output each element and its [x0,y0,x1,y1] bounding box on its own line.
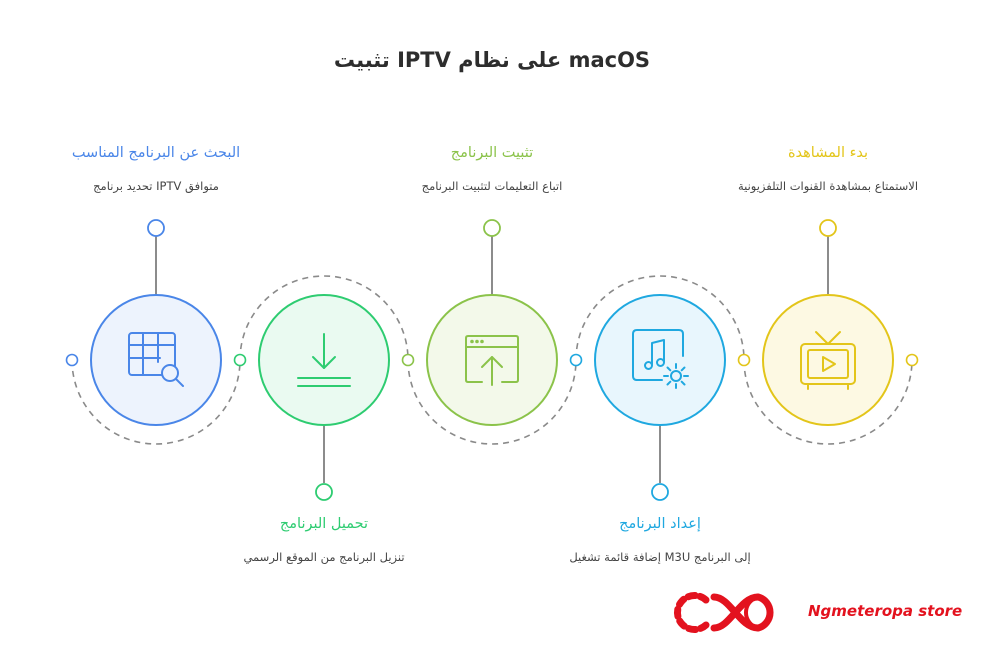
junction-dot [401,353,415,367]
download-icon [297,333,351,387]
junction-dot [905,353,919,367]
step-title-1: البحث عن البرنامج المناسب [71,145,241,161]
connector-end-dot [651,483,669,501]
junction-dot [65,353,79,367]
step-circle-1 [90,294,222,426]
junction-dot [233,353,247,367]
arc-3 [407,359,577,445]
brand-watermark: Ngmeteropa store [808,602,963,620]
step-desc-2: تنزيل البرنامج من الموقع الرسمي [243,550,405,564]
arc-1 [71,359,241,445]
table-search-icon [128,332,184,387]
step-label-1: البحث عن البرنامج المناسب متوافق IPTV تح… [46,145,266,193]
brand-logo-icon [674,592,774,633]
step-title-4: إعداد البرنامج [619,516,701,532]
step-title-2: تحميل البرنامج [279,516,369,532]
junction-dot [737,353,751,367]
step-desc-1: متوافق IPTV تحديد برنامج [93,179,219,193]
install-upload-icon [465,335,519,386]
junction-dot [569,353,583,367]
arc-4 [575,275,745,361]
connector-end-dot [315,483,333,501]
connector-end-dot [819,219,837,237]
arc-5 [743,359,913,445]
page-title: تثبيت IPTV على نظام macOS [333,48,651,72]
step-desc-4: إلى البرنامج M3U إضافة قائمة تشغيل [569,550,751,564]
step-label-2: تحميل البرنامج تنزيل البرنامج من الموقع … [214,516,434,564]
step-label-3: تثبيت البرنامج اتباع التعليمات لتثبيت ال… [382,145,602,193]
step-label-5: بدء المشاهدة الاستمتاع بمشاهدة القنوات ا… [718,145,938,193]
connector-end-dot [483,219,501,237]
step-label-4: إعداد البرنامج إلى البرنامج M3U إضافة قا… [550,516,770,564]
connector-end-dot [147,219,165,237]
step-title-5: بدء المشاهدة [787,145,869,161]
step-desc-3: اتباع التعليمات لتثبيت البرنامج [421,179,563,193]
arc-2 [239,275,409,361]
music-settings-icon [632,329,689,389]
tv-icon [800,331,856,390]
step-title-3: تثبيت البرنامج [450,145,534,161]
step-desc-5: الاستمتاع بمشاهدة القنوات التلفزيونية [737,179,919,193]
